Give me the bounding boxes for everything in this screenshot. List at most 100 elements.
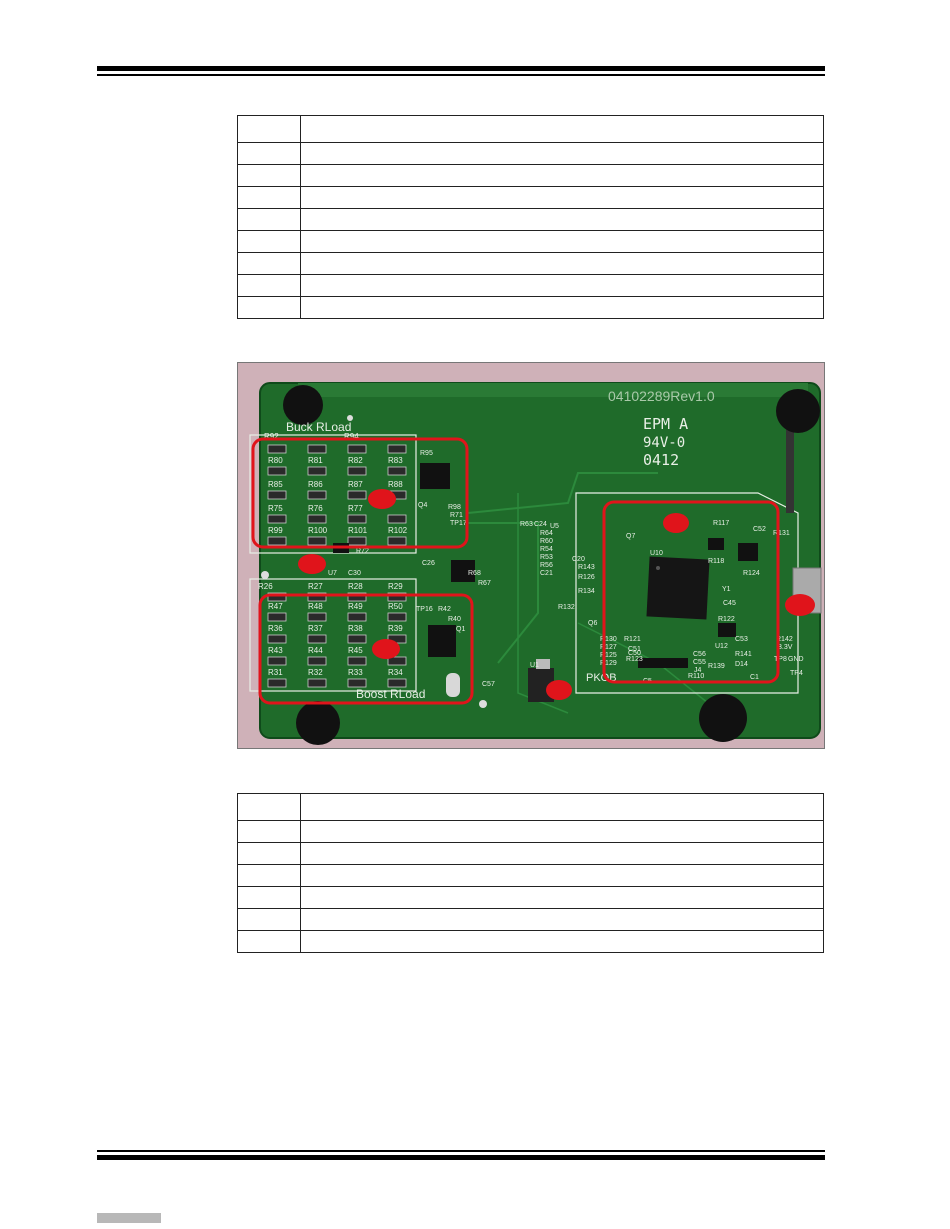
- pcb-label: R131: [773, 530, 790, 537]
- bottom-table-row: [237, 820, 824, 843]
- pcb-label: R77: [348, 504, 363, 513]
- resistor-component: [347, 466, 367, 476]
- pcb-label: C52: [753, 526, 766, 533]
- pcb-label: R50: [388, 602, 403, 611]
- top-table-cell: [237, 274, 301, 297]
- bottom-table-cell: [300, 908, 824, 931]
- pcb-label: R36: [268, 624, 283, 633]
- pcb-label: R68: [468, 570, 481, 577]
- pcb-label: U7: [328, 570, 337, 577]
- pcb-label: Q1: [456, 626, 465, 633]
- pcb-label: R45: [348, 646, 363, 655]
- top-table-cell: [300, 142, 824, 165]
- footer-rule-thin: [97, 1150, 825, 1152]
- pcb-label: R37: [308, 624, 323, 633]
- bottom-table-cell: [237, 908, 301, 931]
- pcb-label: R86: [308, 480, 323, 489]
- resistor-component: [267, 656, 287, 666]
- pcb-label: R95: [420, 450, 433, 457]
- pcb-label: R34: [388, 668, 403, 677]
- pcb-label: C24: [534, 521, 547, 528]
- pcb-label: R29: [388, 582, 403, 591]
- pcb-label: R71: [450, 512, 463, 519]
- top-table-cell: [237, 164, 301, 187]
- top-table-row: [237, 274, 824, 297]
- top-table-cell: [300, 230, 824, 253]
- resistor-component: [347, 592, 367, 602]
- pcb-label: C20: [572, 556, 585, 563]
- pcb-label: C21: [540, 570, 553, 577]
- pcb-label: R40: [448, 616, 461, 623]
- top-table-header-row: [237, 115, 824, 143]
- footer-rule-thick: [97, 1155, 825, 1160]
- pcb-label: R56: [540, 562, 553, 569]
- pcb-label: R142: [776, 636, 793, 643]
- pcb-label: R54: [540, 546, 553, 553]
- highlight-boost-rload: [258, 593, 474, 705]
- callout-marker-6: [546, 680, 572, 700]
- resistor-component: [267, 514, 287, 524]
- bottom-table-row: [237, 842, 824, 865]
- pcb-label: R27: [308, 582, 323, 591]
- resistor-component: [347, 514, 367, 524]
- pcb-label: R26: [258, 582, 273, 591]
- bottom-table-row: [237, 908, 824, 931]
- pcb-label: R122: [718, 616, 735, 623]
- pcb-label: R121: [624, 636, 641, 643]
- bottom-table-row: [237, 864, 824, 887]
- resistor-component: [347, 536, 367, 546]
- resistor-component: [387, 444, 407, 454]
- pcb-label: GND: [788, 656, 804, 663]
- pcb-label: R123: [626, 656, 643, 663]
- callout-marker-1: [368, 489, 396, 509]
- bottom-table-cell: [300, 864, 824, 887]
- pcb-label: R60: [540, 538, 553, 545]
- resistor-component: [267, 592, 287, 602]
- resistor-component: [307, 592, 327, 602]
- bottom-table-row: [237, 886, 824, 909]
- top-table-cell: [237, 230, 301, 253]
- top-table-cell: [300, 296, 824, 319]
- pcb-label: R118: [708, 558, 724, 565]
- mcu-chip: [646, 556, 710, 620]
- pcb-label: R48: [308, 602, 323, 611]
- pcb-label: R101: [348, 526, 368, 535]
- resistor-component: [387, 656, 407, 666]
- bottom-table-cell: [300, 842, 824, 865]
- pcb-label: R85: [268, 480, 283, 489]
- top-table-cell: [300, 115, 824, 143]
- pcb-label: R130: [600, 636, 617, 643]
- top-table-cell: [300, 186, 824, 209]
- top-table-cell: [300, 208, 824, 231]
- top-table-cell: [237, 296, 301, 319]
- resistor-component: [387, 514, 407, 524]
- resistor-component: [267, 612, 287, 622]
- board-revision: 04102289Rev1.0: [608, 388, 715, 404]
- pcb-label: R82: [348, 456, 363, 465]
- callout-marker-4: [785, 594, 815, 616]
- pcb-label: U10: [650, 550, 663, 557]
- pcb-label: R139: [708, 663, 725, 670]
- top-table-row: [237, 186, 824, 209]
- pcb-label: U12: [715, 643, 728, 650]
- resistor-component: [267, 466, 287, 476]
- pcb-label: R129: [600, 660, 617, 667]
- pcb-label: R81: [308, 456, 323, 465]
- pcb-label: C56: [693, 651, 706, 658]
- resistor-component: [387, 612, 407, 622]
- pcb-label: R53: [540, 554, 553, 561]
- buck-label: Buck RLoad: [286, 420, 351, 434]
- pcb-label: R38: [348, 624, 363, 633]
- highlight-buck-rload: [251, 437, 469, 549]
- pcb-label: 3.3V: [778, 644, 793, 651]
- board-marking-1: EPM A: [643, 415, 688, 433]
- pcb-label: TP8: [774, 656, 787, 663]
- top-table-cell: [237, 208, 301, 231]
- pcb-label: C53: [735, 636, 748, 643]
- top-table-cell: [237, 115, 301, 143]
- resistor-component: [307, 612, 327, 622]
- header-rule-thin: [97, 74, 825, 76]
- pcb-label: J4: [694, 667, 702, 674]
- pcb-label: C50: [628, 650, 641, 657]
- resistor-component: [267, 536, 287, 546]
